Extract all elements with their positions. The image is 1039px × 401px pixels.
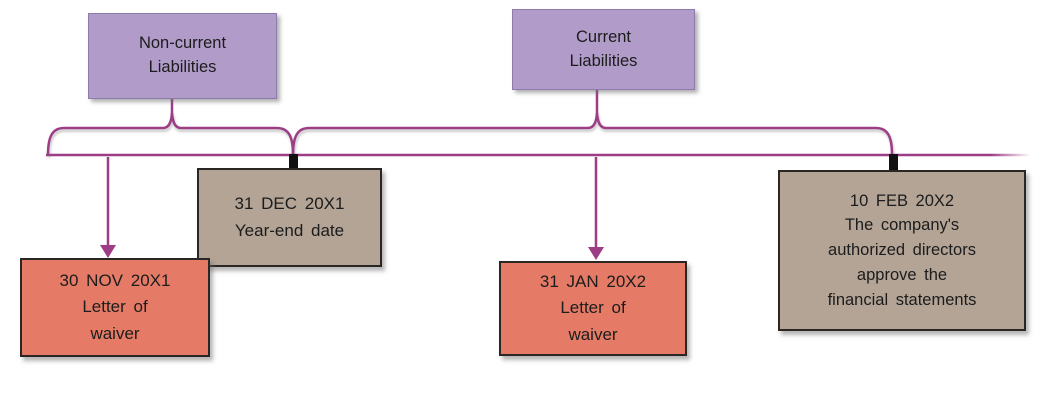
period-label-line: Current: [575, 27, 632, 46]
event-letter-of-waiver-jan: 31 JAN 20X2 Letter of waiver: [499, 261, 687, 356]
event-text-line: Year-end date: [234, 220, 345, 240]
event-directors-approval: 10 FEB 20X2 The company's authorized dir…: [778, 170, 1026, 331]
arrow-30-nov-head: [100, 245, 116, 258]
current-brace: [291, 112, 894, 156]
event-text-line: Letter of: [82, 297, 148, 317]
period-label-current-liabilities: Current Liabilities: [512, 9, 695, 90]
event-text-line: waiver: [568, 324, 618, 344]
event-date: 31 JAN 20X2: [539, 271, 647, 291]
event-date: 31 DEC 20X1: [234, 194, 345, 214]
period-label-non-current-liabilities: Non-current Liabilities: [88, 13, 277, 99]
event-text-line: The company's: [844, 216, 960, 235]
event-text-line: Letter of: [560, 298, 626, 318]
tick-10-feb: [889, 154, 898, 171]
period-label-line: Liabilities: [569, 51, 638, 70]
period-label-line: Liabilities: [148, 58, 217, 76]
arrow-31-jan-head: [588, 247, 604, 260]
event-text-line: financial statements: [827, 290, 977, 309]
non-current-brace: [46, 112, 295, 156]
event-text-line: authorized directors: [828, 241, 976, 260]
event-date: 10 FEB 20X2: [849, 191, 955, 210]
event-date: 30 NOV 20X1: [59, 270, 171, 290]
event-text-line: waiver: [90, 323, 140, 343]
period-label-line: Non-current: [138, 34, 227, 53]
event-text-line: approve the: [856, 265, 948, 284]
event-year-end-date: 31 DEC 20X1 Year-end date: [197, 168, 382, 267]
tick-31-dec: [289, 154, 298, 171]
event-letter-of-waiver-nov: 30 NOV 20X1 Letter of waiver: [20, 258, 210, 357]
